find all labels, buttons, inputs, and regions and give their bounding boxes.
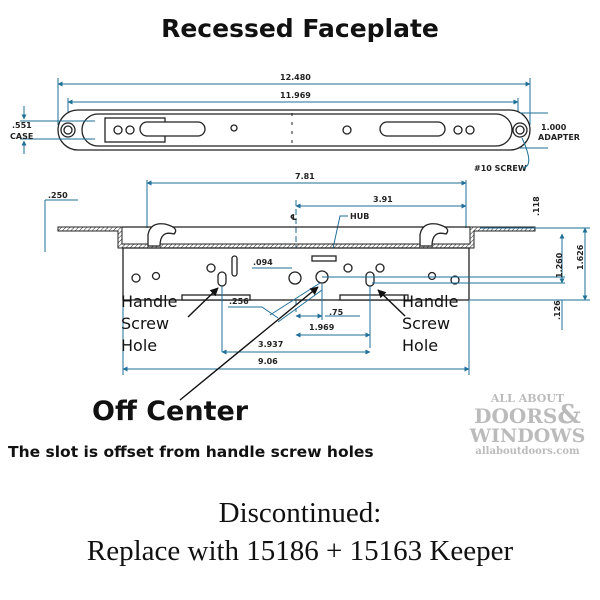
label-line: Handle — [121, 292, 178, 311]
dim-3-91: 3.91 — [373, 195, 393, 204]
left-handle-screw-hole-label: Handle Screw Hole — [121, 291, 177, 357]
discontinued-notice: Discontinued: — [218, 497, 382, 529]
screw-label: #10 SCREW — [474, 164, 527, 173]
label-line: Handle — [402, 292, 459, 311]
label-line: Screw — [402, 314, 451, 333]
centerline-symbol: ℄ — [290, 213, 297, 222]
brand-logo: ALL ABOUT DOORS& WINDOWS allaboutdoors.c… — [455, 393, 600, 458]
right-handle-screw-hole-label: Handle Screw Hole — [402, 291, 458, 357]
dim-118: .118 — [532, 196, 541, 216]
logo-line3: WINDOWS — [469, 425, 586, 447]
dim-075: .75 — [329, 308, 344, 317]
off-center-heading: Off Center — [92, 396, 249, 427]
dim-overall: 12.480 — [280, 73, 311, 82]
label-line: Hole — [402, 336, 439, 355]
case-label: CASE — [10, 132, 33, 141]
logo-line1: ALL ABOUT — [490, 392, 565, 405]
dim-1-260: 1.260 — [555, 252, 564, 278]
adapter-label: ADAPTER — [538, 133, 580, 142]
off-center-description: The slot is offset from handle screw hol… — [8, 443, 374, 461]
dim-case: .551 — [12, 121, 32, 130]
dim-9-06: 9.06 — [258, 357, 278, 366]
dim-3-937: 3.937 — [258, 340, 283, 349]
page-title: Recessed Faceplate — [161, 14, 439, 43]
dim-adapter: 1.000 — [541, 123, 567, 132]
hub-label: HUB — [350, 212, 369, 221]
replacement-notice: Replace with 15186 + 15163 Keeper — [86, 535, 514, 567]
label-line: Screw — [121, 314, 170, 333]
logo-ampersand: & — [557, 400, 581, 430]
dim-094: .094 — [253, 258, 273, 267]
dim-inner: 11.969 — [280, 91, 311, 100]
logo-doors: DOORS — [474, 404, 558, 428]
faceplate-side-view: 7.81 .250 3.91 ℄ HUB .118 .094 1.260 1.6… — [44, 172, 590, 401]
logo-url: allaboutdoors.com — [475, 446, 580, 457]
dim-250: .250 — [48, 191, 68, 200]
logo-line2: DOORS& — [455, 402, 600, 428]
dim-1-969: 1.969 — [309, 323, 335, 332]
dim-256: .256 — [229, 297, 249, 306]
faceplate-top-view: 12.480 11.969 .551 CASE 1.000 ADAPTER #1… — [10, 73, 580, 173]
dim-7-81: 7.81 — [295, 172, 315, 181]
label-line: Hole — [121, 336, 158, 355]
dim-126: .126 — [553, 300, 562, 320]
dim-1-626: 1.626 — [576, 244, 585, 270]
